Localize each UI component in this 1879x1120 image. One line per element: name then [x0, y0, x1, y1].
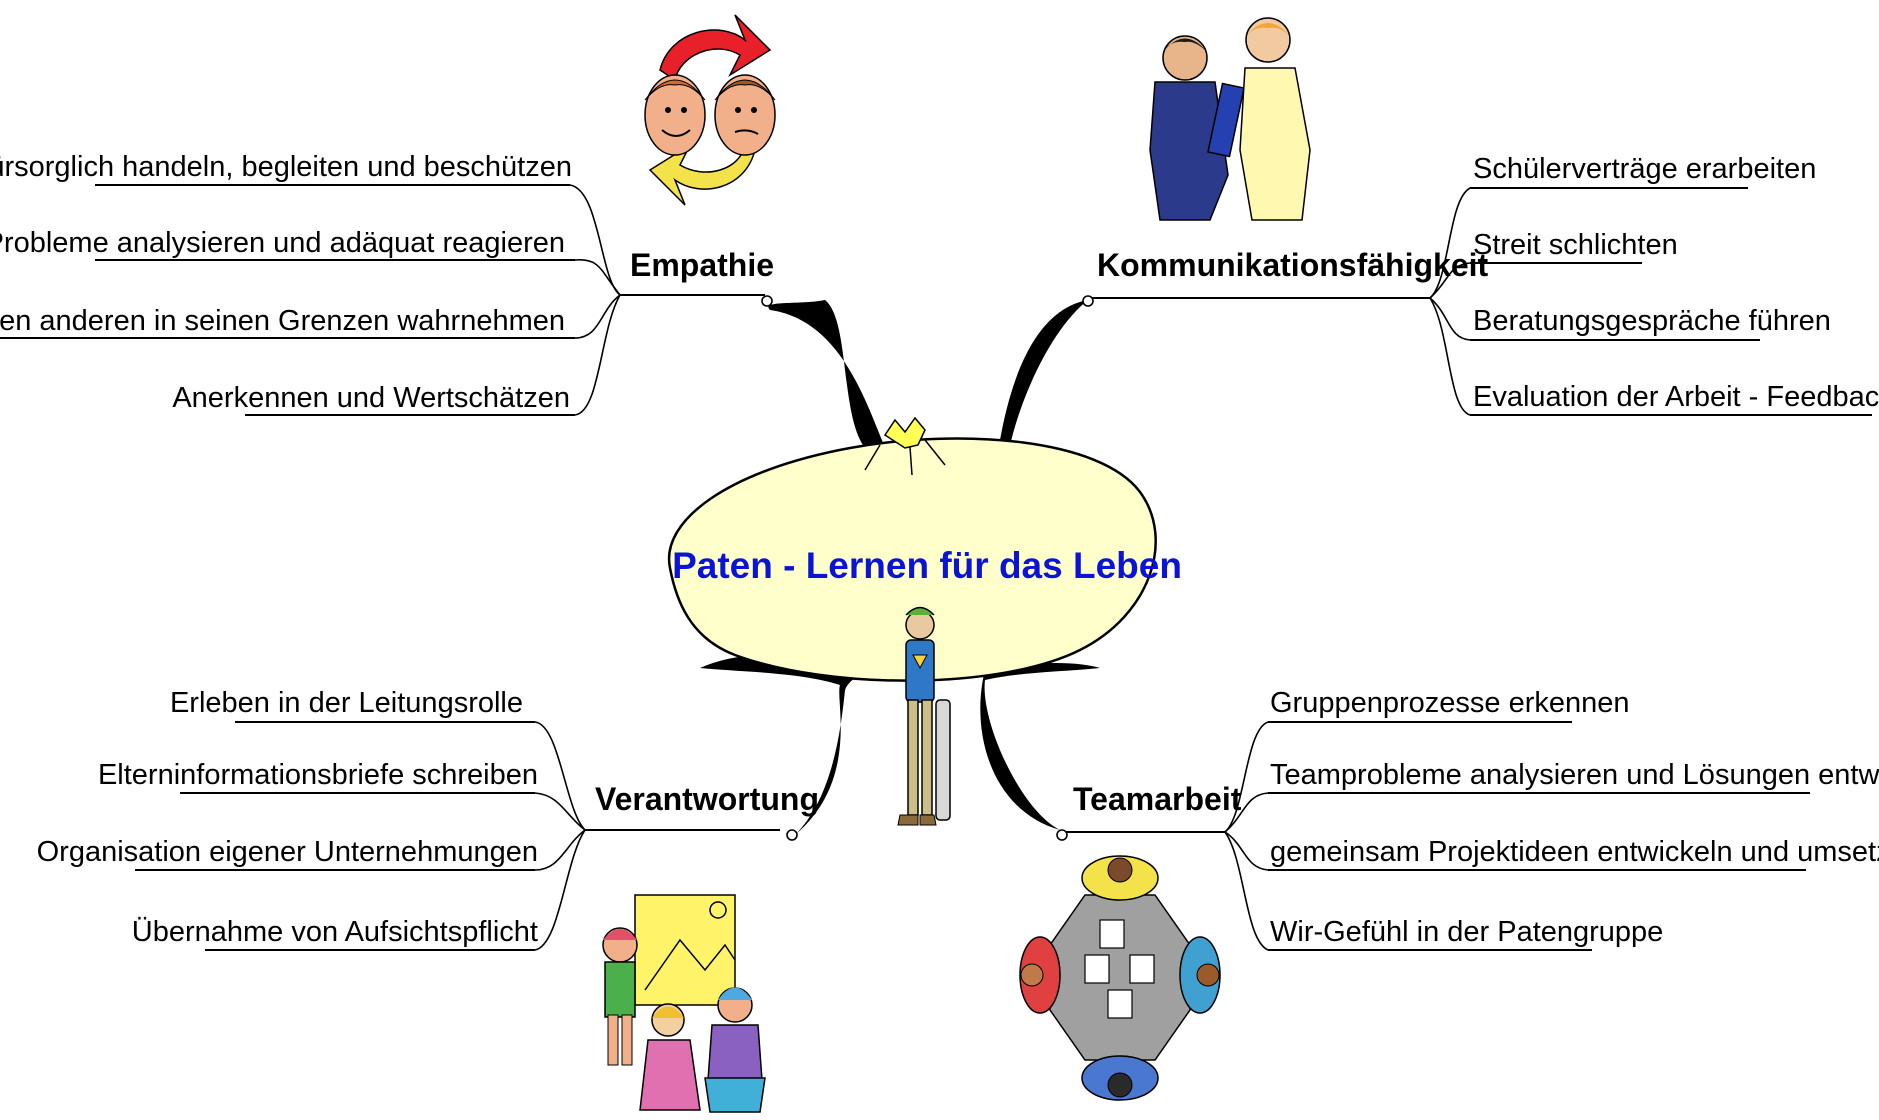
- item-teamarbeit-3: gemeinsam Projektideen entwickeln und um…: [1270, 836, 1879, 868]
- item-teamarbeit-1: Gruppenprozesse erkennen: [1270, 687, 1630, 719]
- item-empathie-2: Probleme analysieren und adäquat reagier…: [0, 227, 565, 259]
- item-teamarbeit-2: Teamprobleme analysieren und Lösungen en…: [1270, 759, 1879, 791]
- empathy-faces-icon: [644, 14, 776, 206]
- branch-title-empathie: Empathie: [630, 247, 774, 283]
- branch-title-teamarbeit: Teamarbeit: [1073, 781, 1242, 817]
- central-title: Paten - Lernen für das Leben: [672, 545, 1182, 586]
- branch-title-verantwortung: Verantwortung: [595, 781, 819, 817]
- item-teamarbeit-4: Wir-Gefühl in der Patengruppe: [1270, 916, 1663, 948]
- item-empathie-4: Anerkennen und Wertschätzen: [172, 382, 570, 414]
- child-figure-icon: [897, 606, 951, 826]
- branch-teamarbeit[interactable]: Teamarbeit Gruppenprozesse erkennen Team…: [1019, 687, 1879, 1101]
- item-verantwortung-2: Elterninformationsbriefe schreiben: [98, 759, 538, 791]
- item-kommunikation-2: Streit schlichten: [1473, 229, 1678, 261]
- stem-teamarbeit: [980, 663, 1100, 830]
- conversation-people-icon: [1149, 17, 1311, 221]
- branch-verantwortung[interactable]: Verantwortung Erleben in der Leitungsrol…: [37, 687, 819, 1113]
- branch-title-kommunikation: Kommunikationsfähigkeit: [1097, 247, 1489, 283]
- stem-empathie: [768, 300, 884, 454]
- node-knob: [1082, 295, 1094, 307]
- children-painting-icon: [602, 894, 766, 1113]
- item-empathie-3: sich und den anderen in seinen Grenzen w…: [0, 305, 565, 337]
- item-kommunikation-3: Beratungsgespräche führen: [1473, 305, 1831, 337]
- central-node: Paten - Lernen für das Leben: [667, 416, 1182, 826]
- central-ellipse: [667, 437, 1157, 682]
- item-kommunikation-4: Evaluation der Arbeit - Feedbackkultur: [1473, 381, 1879, 413]
- cracked-egg-icon: [864, 416, 946, 476]
- node-knob: [761, 295, 773, 307]
- node-knob: [786, 829, 798, 841]
- item-empathie-1: fürsorglich handeln, begleiten und besch…: [0, 151, 572, 183]
- stem-kommunikation: [999, 300, 1088, 450]
- team-table-icon: [1019, 855, 1221, 1101]
- item-kommunikation-1: Schülerverträge erarbeiten: [1473, 153, 1816, 185]
- item-verantwortung-4: Übernahme von Aufsichtspflicht: [132, 916, 538, 948]
- branch-empathie[interactable]: Empathie fürsorglich handeln, begleiten …: [0, 14, 776, 416]
- item-verantwortung-3: Organisation eigener Unternehmungen: [37, 836, 538, 868]
- branch-kommunikation[interactable]: Kommunikationsfähigkeit Schülerverträge …: [1082, 17, 1879, 416]
- item-verantwortung-1: Erleben in der Leitungsrolle: [170, 687, 523, 719]
- node-knob: [1056, 829, 1068, 841]
